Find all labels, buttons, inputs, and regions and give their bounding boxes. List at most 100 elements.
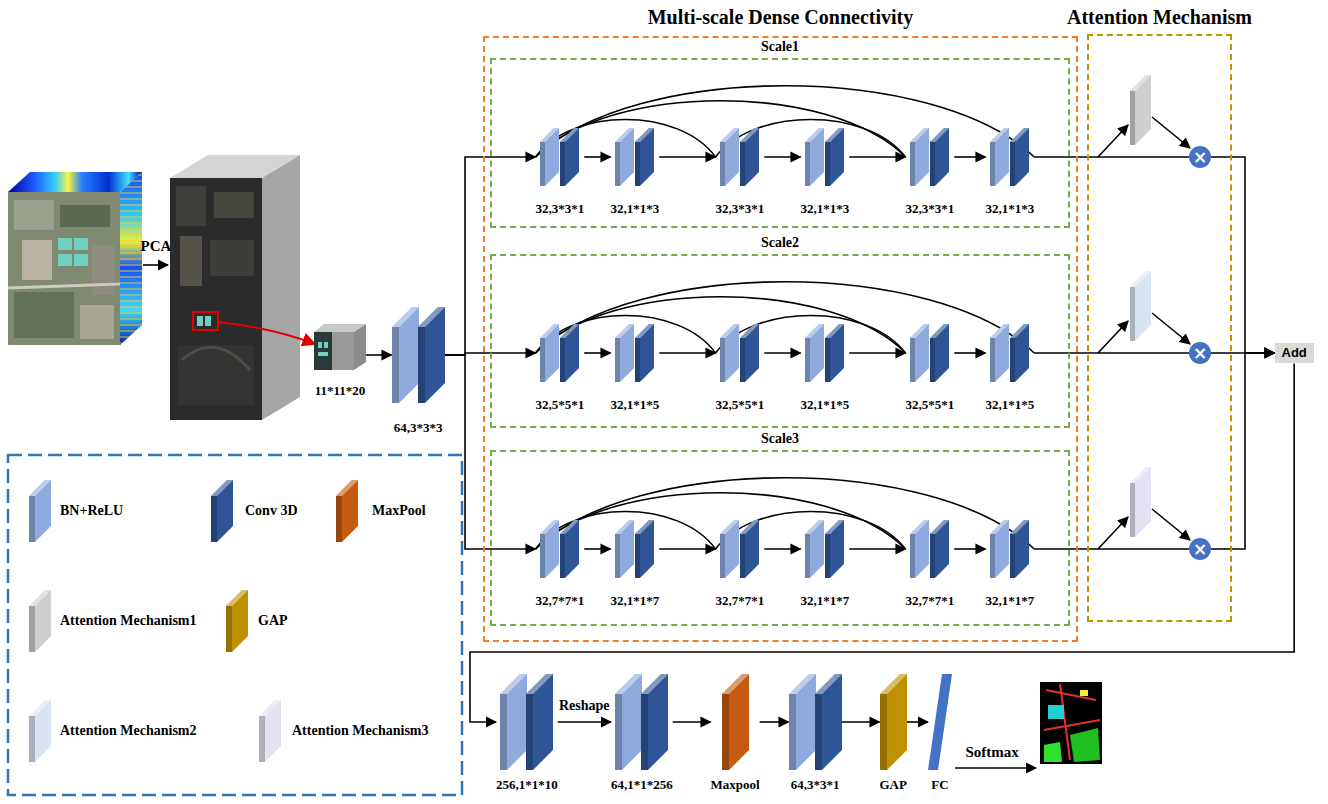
connector — [584, 352, 610, 354]
layer-node: 64,1*1*256 — [611, 674, 673, 793]
layer-node: 32,3*3*1 — [536, 128, 585, 217]
classification-map — [1040, 682, 1102, 764]
connector — [558, 721, 611, 723]
layer-block — [540, 324, 579, 382]
group-heading: Scale3 — [761, 431, 799, 447]
layer-label: 32,1*1*5 — [611, 398, 660, 413]
connector — [366, 354, 392, 356]
layer-label: 64,3*3*3 — [394, 421, 443, 436]
add-label: Add — [1282, 346, 1307, 361]
connector — [659, 548, 715, 550]
layer-label: 32,7*7*1 — [906, 594, 955, 609]
group-heading: Scale2 — [761, 235, 799, 251]
layer-block — [392, 307, 445, 403]
layer-label: 32,1*1*5 — [986, 398, 1035, 413]
layer-block — [990, 520, 1029, 578]
layer-node: 32,7*7*1 — [906, 520, 955, 609]
connector — [659, 156, 715, 158]
softmax-arrow — [955, 767, 1036, 769]
edge-label: Reshape — [557, 698, 612, 714]
layer-node: FC — [928, 674, 952, 793]
layer-label: 32,3*3*1 — [906, 202, 955, 217]
connector — [954, 352, 985, 354]
connector — [536, 478, 1035, 549]
layer-label: 32,1*1*3 — [986, 202, 1035, 217]
connector — [584, 548, 610, 550]
connector — [1211, 353, 1275, 549]
layer-node: 32,1*1*3 — [986, 128, 1035, 217]
legend-text: Attention Mechanism2 — [60, 723, 197, 739]
layer-label: 32,5*5*1 — [906, 398, 955, 413]
layer-block — [910, 128, 949, 186]
layer-label: 32,1*1*3 — [611, 202, 660, 217]
layer-node: 32,1*1*3 — [611, 128, 660, 217]
layer-label: 32,1*1*5 — [801, 398, 850, 413]
layer-node: 256,1*1*10 — [496, 674, 558, 793]
layer-block — [720, 324, 759, 382]
layer-block — [880, 674, 907, 770]
connector — [584, 156, 610, 158]
layer-block — [805, 520, 844, 578]
connector — [659, 352, 715, 354]
connector — [1034, 156, 1189, 158]
layer-node: 32,1*1*5 — [986, 324, 1035, 413]
connector — [849, 548, 905, 550]
connector — [536, 86, 1035, 157]
multiply-sign: × — [1193, 345, 1207, 362]
layer-block — [910, 324, 949, 382]
add-box: Add — [1275, 343, 1314, 364]
layer-node: 64,3*3*3 — [392, 307, 445, 436]
connector — [954, 156, 985, 158]
scale-group: Scale332,7*7*132,1*1*732,7*7*132,1*1*732… — [490, 450, 1070, 626]
layer-node: 32,1*1*3 — [801, 128, 850, 217]
layer-label: 32,5*5*1 — [536, 398, 585, 413]
layer-node: GAP — [880, 674, 907, 793]
legend-swatch — [258, 700, 282, 764]
layer-label: 32,1*1*7 — [986, 594, 1035, 609]
layer-block — [615, 520, 654, 578]
connector — [849, 156, 905, 158]
layer-label: 32,1*1*7 — [801, 594, 850, 609]
multiply-circle: × — [1189, 146, 1211, 168]
multiply-circle: × — [1189, 342, 1211, 364]
multiply-circle: × — [1189, 538, 1211, 560]
flow-label: Softmax — [966, 744, 1019, 761]
layer-block — [540, 128, 579, 186]
layer-node: 32,1*1*7 — [801, 520, 850, 609]
multiply-sign: × — [1193, 149, 1207, 166]
legend-swatch — [28, 480, 52, 544]
layer-node: 11*11*20 — [314, 324, 366, 399]
connector — [849, 352, 905, 354]
group-heading: Scale1 — [761, 39, 799, 55]
connector — [954, 548, 985, 550]
layer-label: 11*11*20 — [315, 384, 366, 399]
layer-node: Maxpool — [711, 674, 760, 793]
layer-block — [928, 674, 952, 770]
connector — [470, 363, 1294, 722]
connector — [1034, 352, 1189, 354]
layer-label: 32,7*7*1 — [536, 594, 585, 609]
layer-node: 32,1*1*5 — [801, 324, 850, 413]
layer-label: 32,3*3*1 — [536, 202, 585, 217]
connector — [536, 282, 1035, 353]
connector — [764, 352, 800, 354]
layer-label: 256,1*1*10 — [496, 778, 558, 793]
layer-node: 32,1*1*7 — [986, 520, 1035, 609]
layer-block — [805, 128, 844, 186]
layer-block — [314, 324, 366, 370]
group-heading: Multi-scale Dense Connectivity — [648, 6, 914, 29]
group-heading: Attention Mechanism — [1067, 6, 1252, 29]
layer-block — [722, 674, 749, 770]
layer-node: 32,5*5*1 — [906, 324, 955, 413]
scale-group: Scale132,3*3*132,1*1*332,3*3*132,1*1*332… — [490, 58, 1070, 228]
layer-label: 32,7*7*1 — [716, 594, 765, 609]
layer-node: 32,7*7*1 — [716, 520, 765, 609]
layer-label: 32,1*1*7 — [611, 594, 660, 609]
layer-label: 64,1*1*256 — [611, 778, 673, 793]
legend-text: Conv 3D — [245, 503, 298, 519]
layer-block — [789, 674, 842, 770]
connector — [673, 721, 711, 723]
layer-block — [540, 520, 579, 578]
layer-label: 32,5*5*1 — [716, 398, 765, 413]
layer-block — [615, 324, 654, 382]
